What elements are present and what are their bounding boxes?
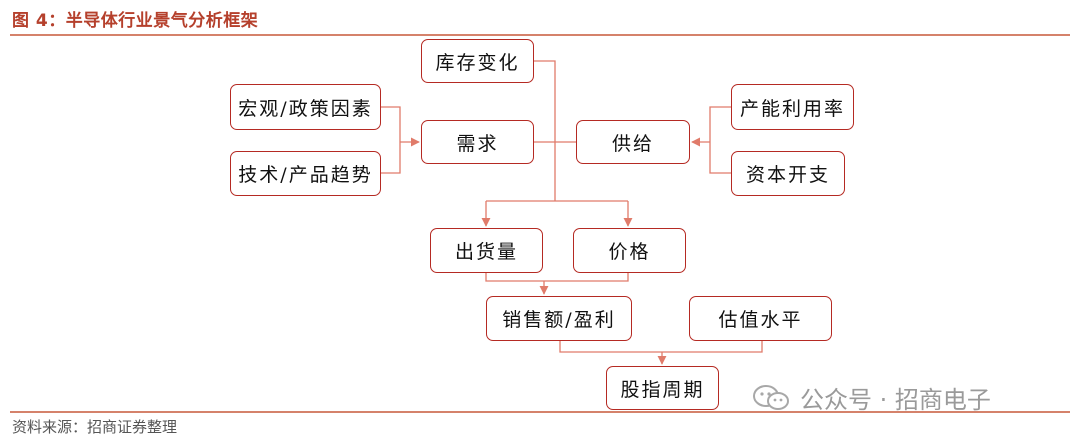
watermark-text: 公众号 · 招商电子 (800, 386, 991, 414)
node-capacity: 产能利用率 (731, 84, 854, 130)
line-inventory (534, 60, 556, 201)
line-macro (381, 106, 401, 142)
node-supply: 供给 (576, 120, 690, 164)
figure-title: 图 4：半导体行业景气分析框架 (12, 11, 259, 31)
node-cycle: 股指周期 (606, 366, 719, 410)
line-capex (709, 142, 731, 174)
source-note: 资料来源：招商证券整理 (12, 418, 178, 436)
line-valuation (662, 341, 763, 353)
node-tech: 技术/产品趋势 (230, 151, 381, 196)
watermark: 公众号 · 招商电子 (752, 380, 991, 415)
top-rule (10, 34, 1070, 36)
line-tech (381, 142, 401, 174)
line-shipments (485, 273, 544, 282)
wechat-icon (753, 384, 789, 410)
node-demand: 需求 (421, 120, 534, 164)
node-inventory: 库存变化 (421, 39, 534, 83)
node-shipments: 出货量 (430, 228, 543, 273)
bottom-rule (10, 411, 1070, 413)
line-revenue (559, 341, 662, 353)
node-capex: 资本开支 (731, 151, 845, 196)
node-valuation: 估值水平 (689, 296, 832, 341)
line-price (544, 273, 629, 282)
node-revenue: 销售额/盈利 (486, 296, 632, 341)
line-capacity (709, 106, 731, 142)
node-macro: 宏观/政策因素 (230, 84, 381, 130)
node-price: 价格 (573, 228, 686, 273)
